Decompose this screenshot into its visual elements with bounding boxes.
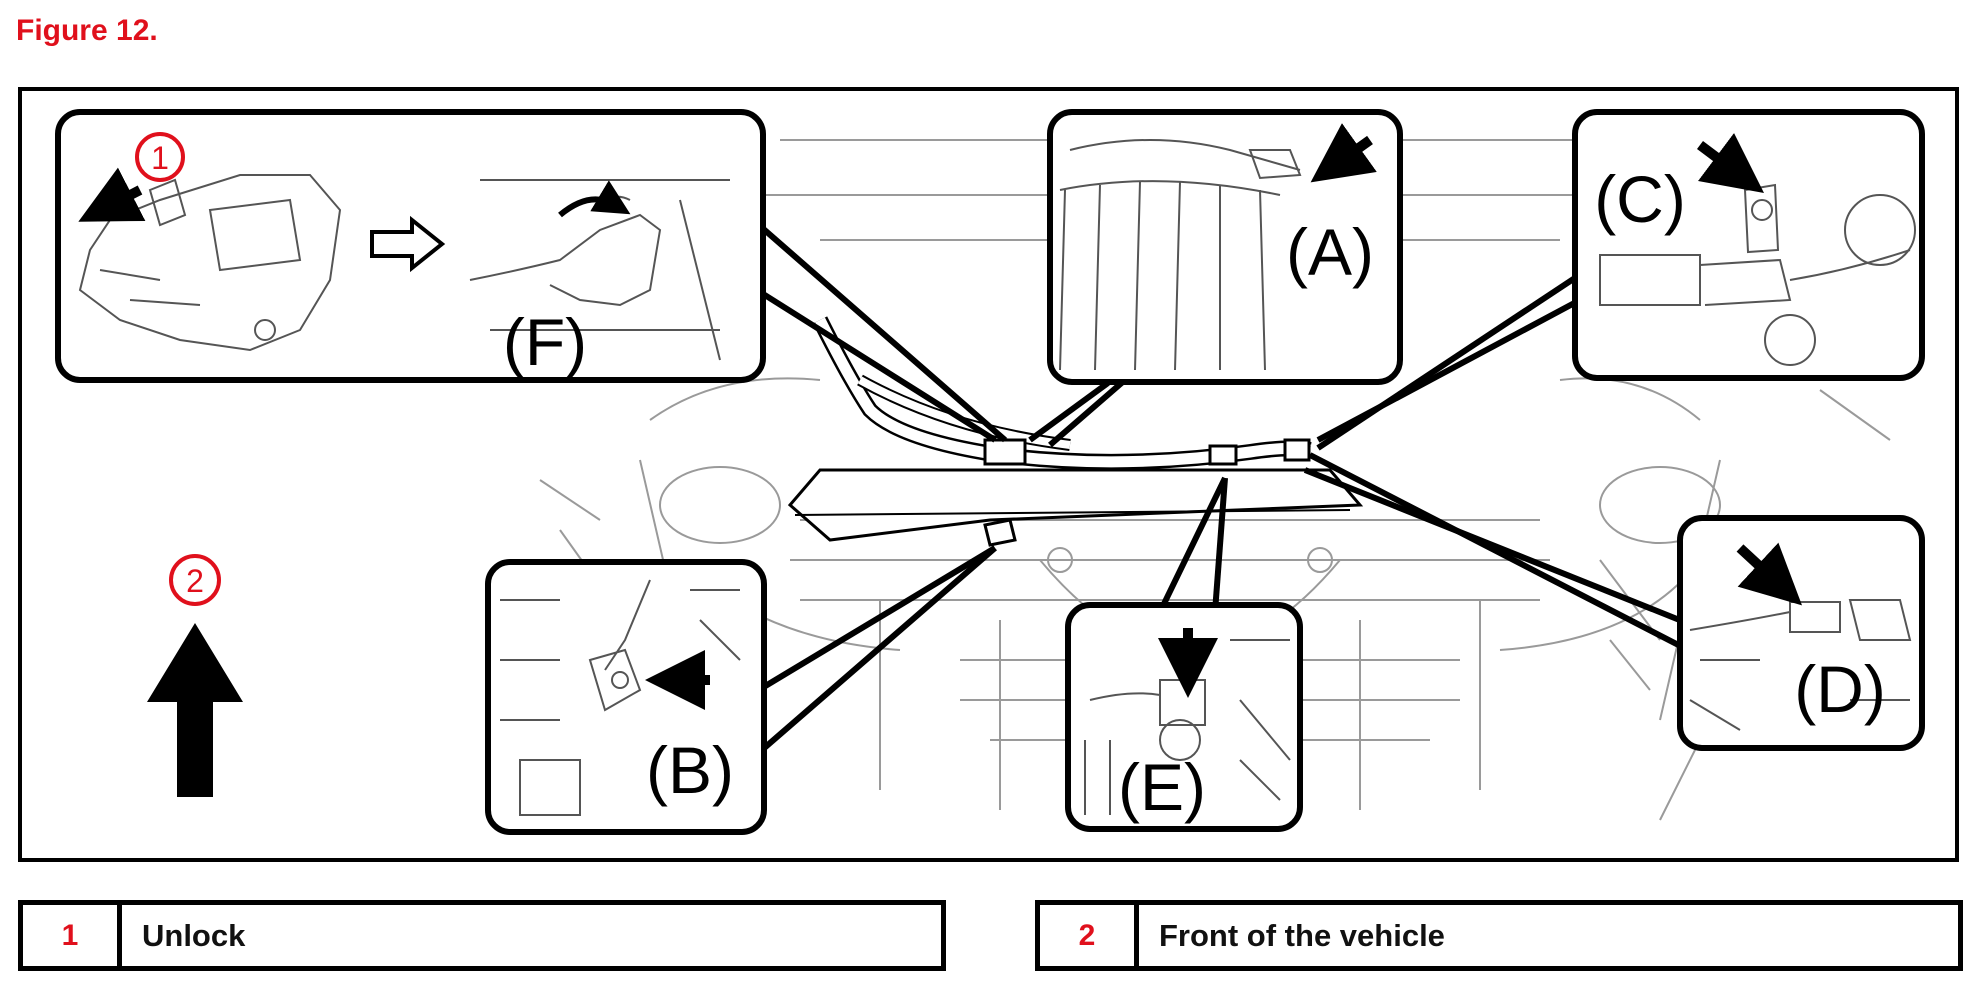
front-direction-marker: 2	[147, 554, 243, 797]
callout-a-label: (A)	[1286, 215, 1374, 289]
front-arrow-icon	[147, 623, 243, 797]
a-arrow-icon	[1310, 123, 1377, 183]
marker-1-circle	[135, 132, 185, 182]
d-connector-sketch	[1689, 599, 1912, 731]
unlock-arrow-icon	[78, 167, 146, 222]
c-arrow-icon	[1697, 133, 1764, 193]
callout-b-label: (B)	[646, 733, 734, 807]
wire-harness	[812, 316, 1312, 547]
marker-2-label: 2	[186, 563, 204, 599]
callout-d-label: (D)	[1794, 652, 1886, 726]
c-connector-sketch	[1599, 183, 1916, 366]
callout-d-panel: (D)	[1677, 515, 1925, 751]
next-step-arrow-icon	[370, 215, 446, 273]
callout-e-label: (E)	[1118, 750, 1206, 824]
b-bracket-sketch	[500, 579, 741, 816]
marker-1-label: 1	[151, 140, 169, 176]
callout-f-panel: 1 (F)	[55, 109, 766, 383]
callout-c-label: (C)	[1594, 162, 1686, 236]
callout-a-panel: (A)	[1047, 109, 1403, 385]
legend-row-1: 1 Unlock	[18, 900, 946, 971]
d-arrow-icon	[1736, 542, 1803, 606]
legend-text-2: Front of the vehicle	[1159, 917, 1445, 953]
crossmember	[787, 468, 1364, 542]
callout-e-panel: (E)	[1065, 602, 1303, 832]
unlock-connector-sketch	[78, 174, 342, 352]
legend-text-1: Unlock	[142, 917, 246, 953]
marker-2-circle	[169, 554, 221, 606]
lift-arrow-icon	[558, 180, 631, 218]
legend-number-2: 2	[1040, 905, 1139, 966]
callout-b-panel: (B)	[485, 559, 767, 835]
figure-title: Figure 12.	[16, 14, 158, 47]
callout-c-panel: (C)	[1572, 109, 1925, 381]
legend-row-2: 2 Front of the vehicle	[1035, 900, 1963, 971]
a-hose-sketch	[1059, 139, 1302, 371]
e-connector-sketch	[1084, 639, 1291, 815]
legend-number-1: 1	[23, 905, 122, 966]
callout-f-label: (F)	[503, 305, 587, 379]
figure-frame	[18, 87, 1959, 862]
leader-lines	[758, 223, 1694, 753]
